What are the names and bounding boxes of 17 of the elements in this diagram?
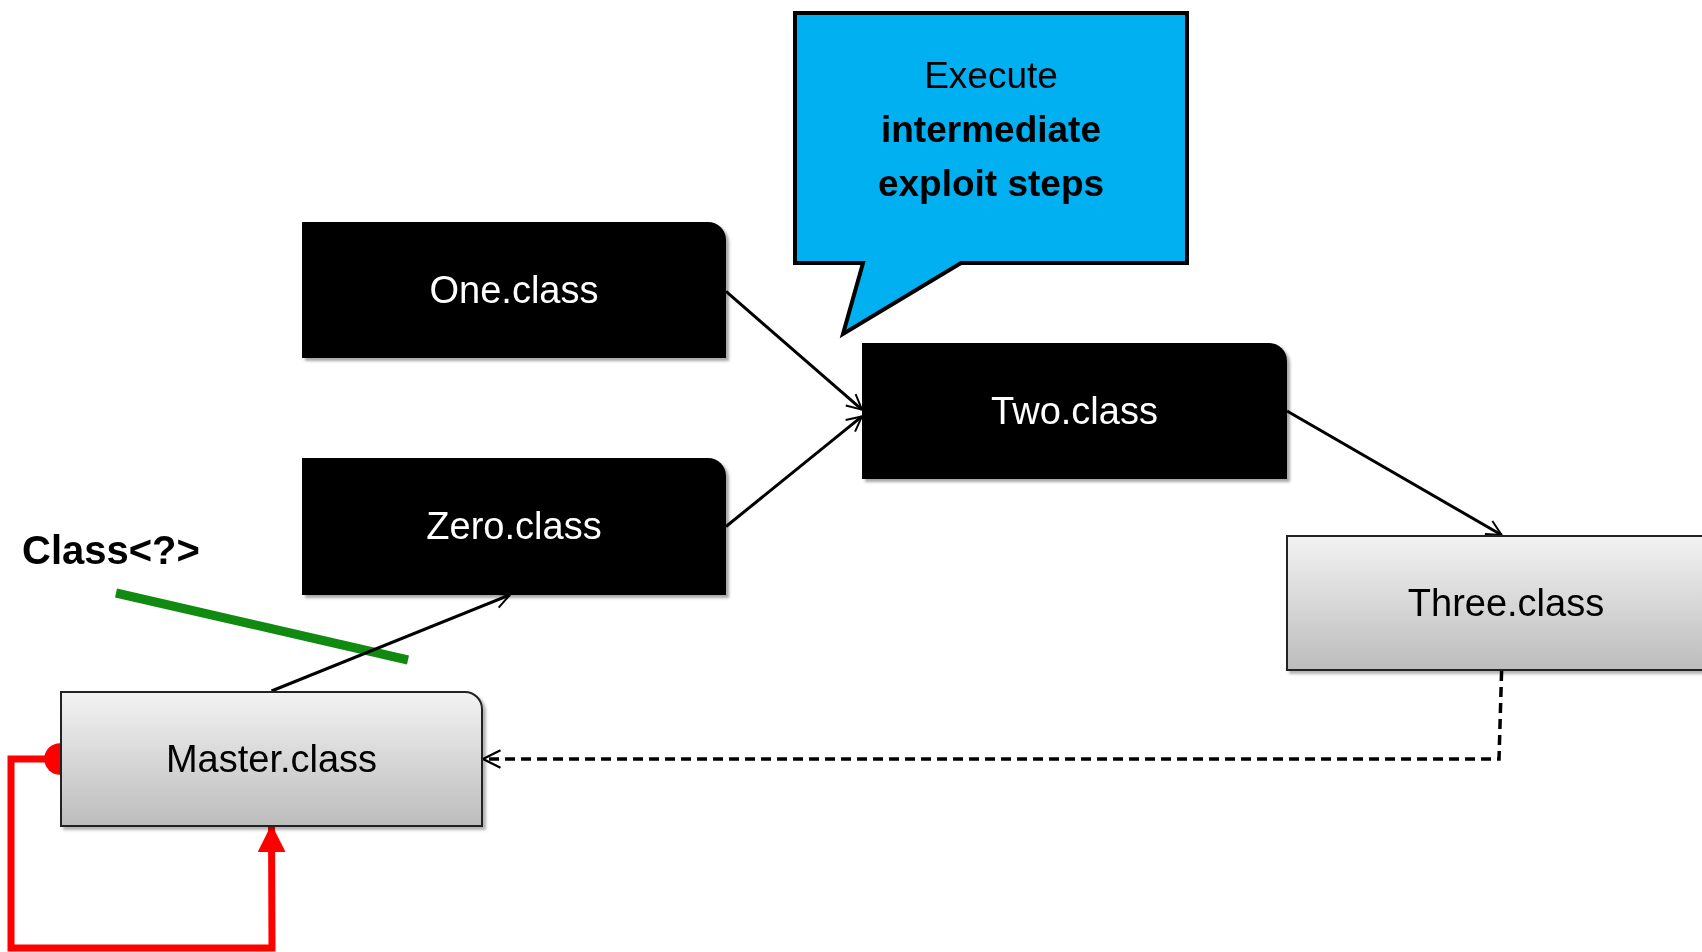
speech-bubble [793,11,1189,336]
node-text: Master.class [165,737,378,781]
class-box [302,458,726,595]
node-text: Two.class [991,389,1158,433]
arrow [1286,409,1503,537]
node-text: One.class [429,268,599,312]
arrow [725,415,863,528]
class-box [60,691,483,827]
class-box [862,343,1287,479]
arrow [725,290,863,411]
node-text: Zero.class [426,505,602,548]
arrow [7,743,286,952]
node-text: Execute intermediate exploit steps [876,54,1106,206]
type-label: Class<?> [22,528,200,573]
class-box [302,222,726,358]
node-text: Three.class [1407,581,1605,625]
class-box [1286,535,1702,671]
